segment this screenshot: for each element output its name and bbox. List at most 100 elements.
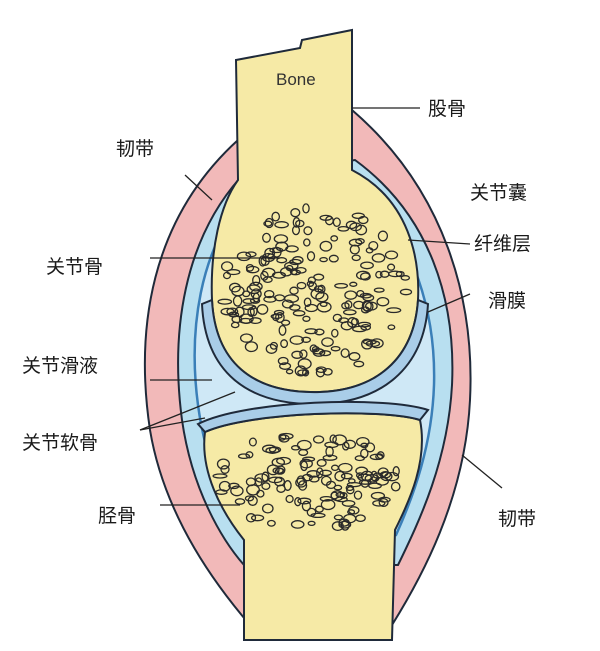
spongy-pore: [343, 439, 357, 449]
spongy-pore: [355, 238, 365, 245]
spongy-pore: [273, 234, 289, 244]
spongy-pore: [331, 521, 344, 532]
spongy-pore: [370, 338, 384, 349]
spongy-pore: [304, 303, 319, 313]
spongy-pore: [283, 480, 292, 491]
spongy-pore: [298, 448, 309, 457]
spongy-pore: [276, 456, 292, 465]
spongy-pore: [277, 356, 289, 366]
spongy-pore: [291, 350, 303, 359]
spongy-pore: [285, 494, 294, 504]
spongy-pore: [348, 352, 361, 361]
spongy-pore: [355, 270, 371, 280]
spongy-pore: [245, 263, 255, 272]
spongy-pore: [296, 281, 307, 290]
fibrous-layer-label: 纤维层: [474, 233, 532, 255]
spongy-pore: [313, 273, 325, 281]
spongy-pore: [271, 211, 281, 222]
spongy-pore: [265, 343, 278, 354]
spongy-pore: [319, 256, 328, 263]
synovial-fluid-label: 关节滑液: [22, 355, 99, 377]
spongy-pore: [338, 520, 352, 529]
spongy-pore: [340, 348, 350, 358]
spongy-pore: [342, 309, 357, 316]
spongy-pore: [285, 264, 294, 272]
spongy-pore: [279, 362, 292, 370]
spongy-pore: [285, 245, 299, 253]
femur-spongy-bone: [217, 203, 413, 378]
spongy-pore: [316, 458, 327, 467]
spongy-pore: [308, 475, 320, 483]
femur-label: 股骨: [428, 98, 467, 120]
leader-ligament-lower: [461, 454, 503, 489]
spongy-pore: [269, 341, 278, 350]
spongy-pore: [260, 270, 269, 281]
spongy-pore: [247, 495, 258, 506]
spongy-pore: [360, 442, 369, 449]
spongy-pore: [392, 466, 400, 477]
spongy-pore: [303, 238, 311, 247]
spongy-pore: [218, 480, 231, 492]
leader-ligament-upper: [184, 174, 213, 201]
spongy-pore: [371, 253, 386, 263]
spongy-pore: [244, 495, 255, 502]
spongy-pore: [317, 284, 326, 294]
spongy-pore: [304, 328, 318, 335]
spongy-pore: [276, 484, 286, 493]
spongy-pore: [375, 270, 383, 279]
spongy-pore: [247, 306, 255, 318]
synovium-label: 滑膜: [488, 290, 527, 312]
spongy-pore: [237, 453, 251, 460]
spongy-pore: [312, 435, 325, 444]
spongy-pore: [328, 254, 339, 263]
spongy-pore: [351, 254, 361, 262]
spongy-pore: [353, 490, 363, 500]
spongy-pore: [358, 215, 369, 225]
spongy-pore: [373, 287, 385, 293]
spongy-pore: [297, 369, 309, 376]
spongy-pore: [270, 313, 283, 320]
leader-fibrous-layer: [407, 239, 471, 245]
spongy-pore: [248, 437, 257, 447]
spongy-pore: [292, 310, 306, 317]
spongy-pore: [294, 497, 302, 507]
spongy-pore: [330, 464, 340, 472]
spongy-pore: [345, 484, 355, 492]
spongy-pore: [330, 235, 339, 242]
spongy-pore: [376, 296, 390, 307]
spongy-pore: [285, 368, 294, 375]
spongy-pore: [228, 311, 240, 318]
spongy-pore: [228, 282, 241, 293]
spongy-pore: [346, 481, 362, 488]
spongy-pore: [256, 304, 269, 315]
spongy-pore: [217, 298, 233, 305]
spongy-pore: [261, 503, 274, 514]
spongy-pore: [263, 289, 275, 299]
spongy-pore: [349, 244, 360, 255]
spongy-pore: [222, 271, 232, 280]
spongy-pore: [271, 271, 287, 279]
tibia-spongy-bone: [212, 432, 401, 532]
spongy-pore: [310, 512, 326, 519]
spongy-pore: [357, 321, 372, 328]
spongy-pore: [302, 456, 316, 462]
spongy-pore: [384, 250, 399, 260]
spongy-pore: [242, 298, 256, 305]
joint-capsule-label: 关节囊: [470, 182, 528, 204]
spongy-pore: [261, 444, 277, 454]
spongy-pore: [340, 320, 354, 331]
spongy-pore: [372, 472, 384, 479]
spongy-pore: [303, 297, 312, 308]
spongy-pore: [307, 276, 317, 284]
spongy-pore: [339, 492, 348, 499]
spongy-pore: [216, 458, 230, 470]
spongy-pore: [266, 464, 280, 476]
spongy-pore: [354, 455, 365, 462]
spongy-pore: [245, 513, 257, 523]
spongy-pore: [322, 454, 338, 461]
spongy-pore: [297, 497, 312, 505]
spongy-pore: [250, 514, 265, 522]
spongy-pore: [307, 520, 316, 527]
spongy-pore: [300, 460, 308, 472]
